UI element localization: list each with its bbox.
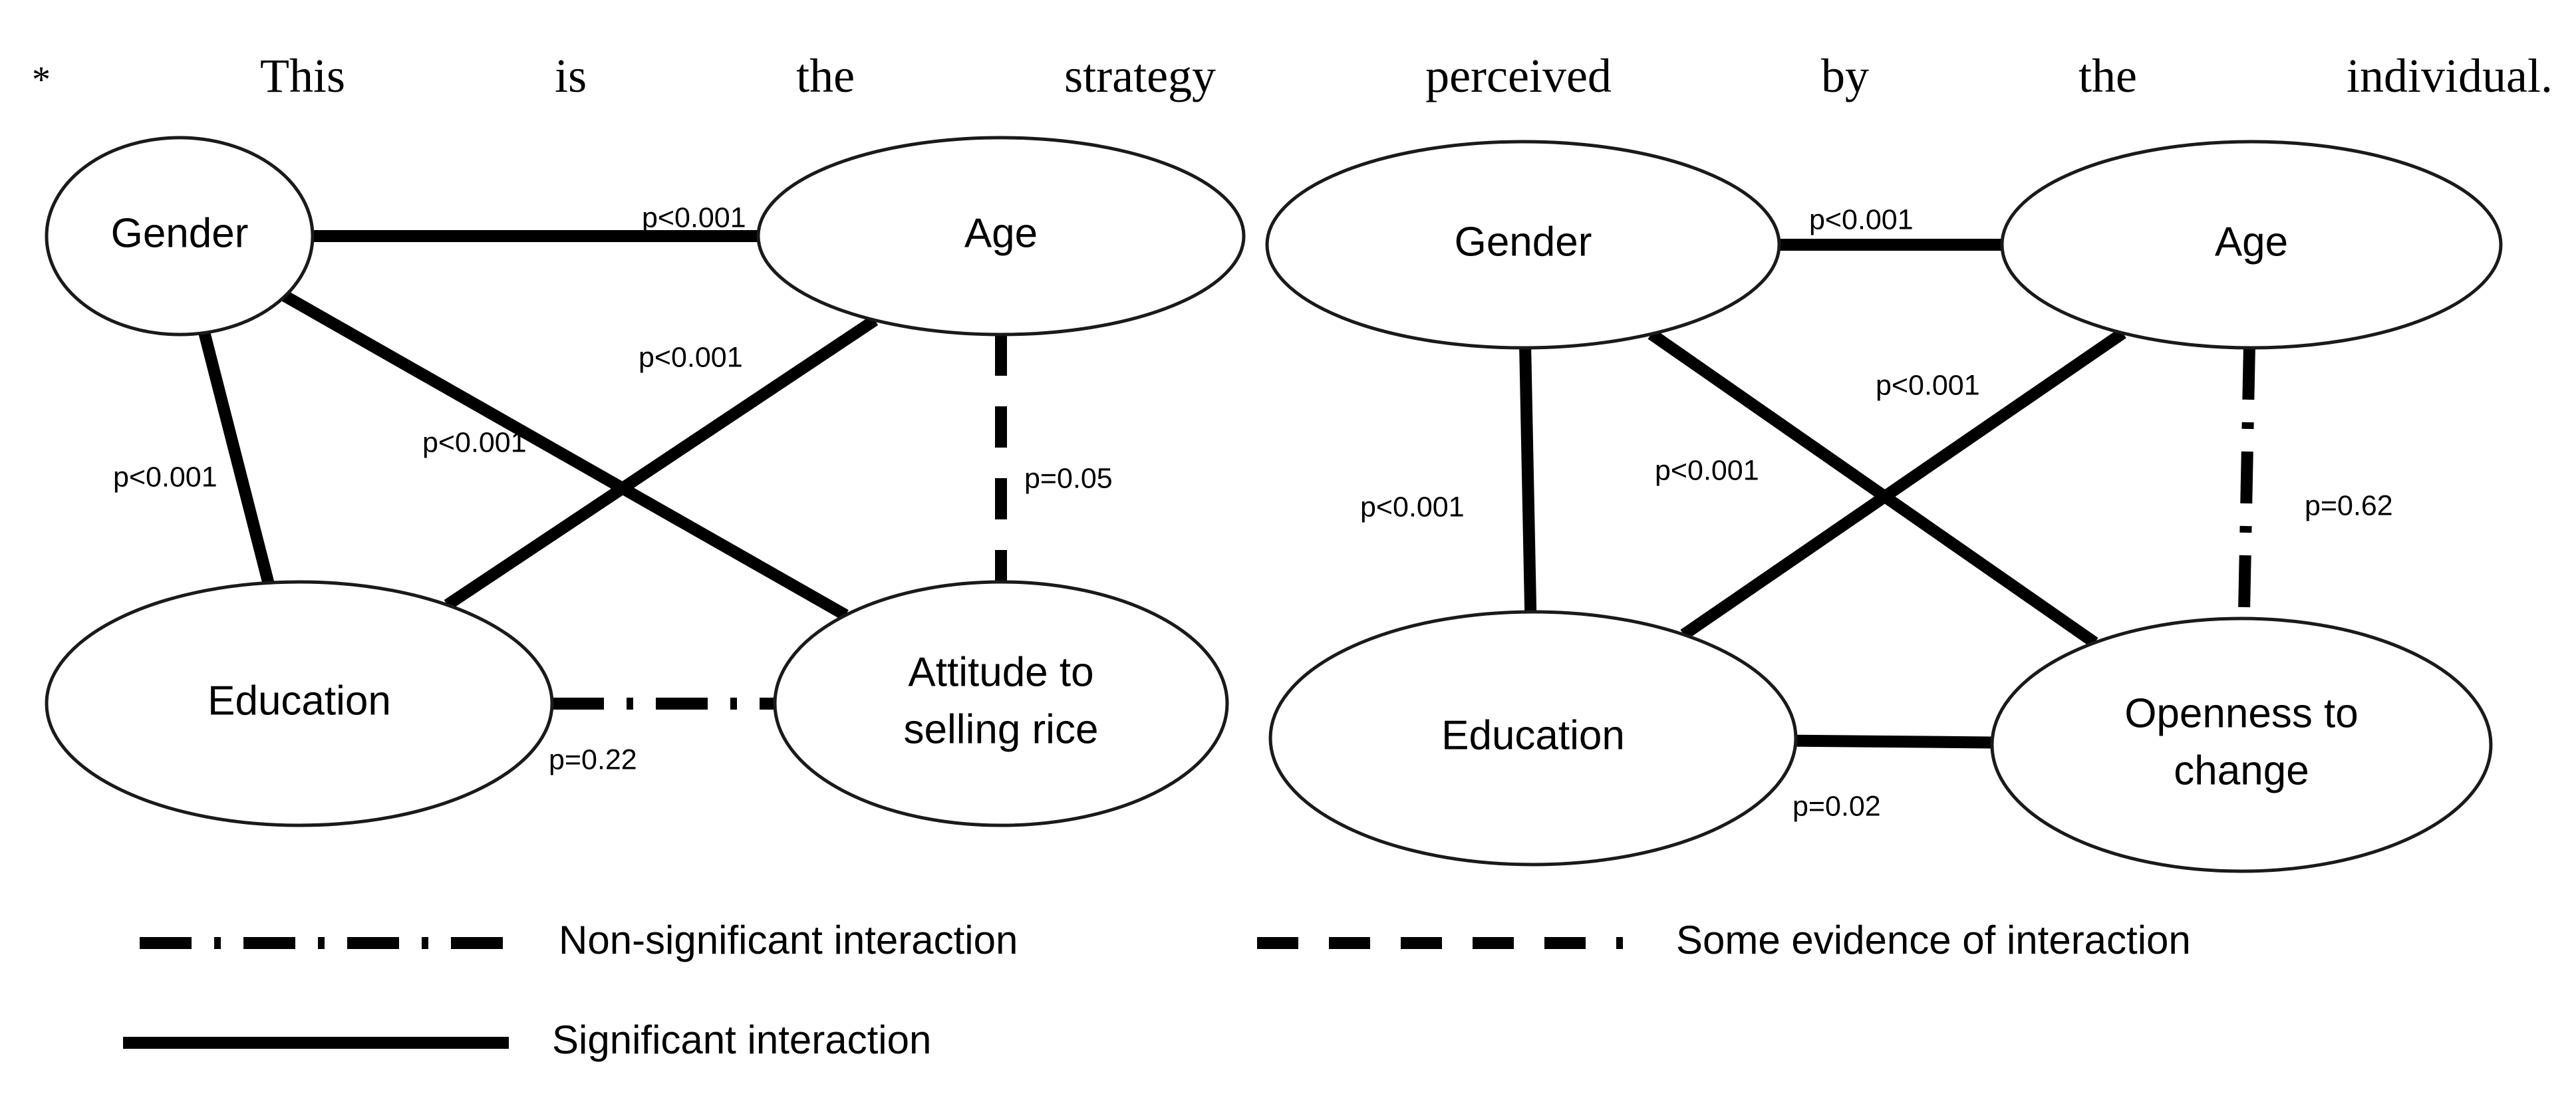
node-ellipse-openness: [1990, 617, 2493, 873]
edge-age-education: [444, 315, 879, 611]
caption-word-strategy: strategy: [1064, 49, 1216, 102]
p-value-labels-layer: p<0.001 p<0.001 p<0.001 p<0.001 p=0.05 p=0.22…: [113, 202, 2393, 822]
p-value-label-gender-age: p<0.001: [1809, 204, 1914, 235]
p-value-label-gender-openness: p<0.001: [1655, 454, 1759, 486]
edges-layer: [198, 230, 2255, 749]
edge-age-openness: [2237, 347, 2255, 619]
caption-word-is: is: [555, 49, 587, 102]
p-value-label-gender-age: p<0.001: [642, 202, 746, 233]
node-age[interactable]: Age: [2000, 140, 2503, 350]
node-label-education: Education: [1441, 712, 1625, 758]
p-value-label-age-attitude: p=0.05: [1024, 462, 1113, 494]
node-label-openness: Openness to: [2124, 690, 2359, 736]
p-value-label-gender-attitude: p<0.001: [639, 341, 743, 373]
node-ellipse-gender: [45, 136, 315, 337]
caption-word-by: by: [1820, 49, 1869, 102]
edge-gender-openness: [1647, 329, 2098, 648]
caption-line: * This is the strategy perceived by the …: [32, 52, 2553, 100]
caption-word-asterisk: *: [32, 59, 51, 100]
node-label-gender: Gender: [1455, 219, 1592, 265]
edge-gender-attitude: [282, 291, 849, 620]
legend: Non-significant interaction Some evidence…: [123, 918, 2191, 1062]
edge-education-openness: [1795, 734, 1993, 749]
node-gender[interactable]: Gender: [1265, 140, 1781, 350]
node-ellipse-age: [2000, 140, 2503, 350]
caption-word-this: This: [260, 49, 346, 102]
p-value-label-gender-education: p<0.001: [113, 461, 217, 493]
node-label-gender: Gender: [111, 210, 249, 256]
legend-item-significant: Significant interaction: [123, 1018, 931, 1062]
caption-word-individual: individual.: [2346, 49, 2553, 102]
p-value-label-education-attitude: p=0.22: [549, 744, 637, 775]
node-gender[interactable]: Gender: [45, 136, 315, 337]
node-ellipse-gender: [1265, 140, 1781, 350]
legend-label-non-significant: Non-significant interaction: [559, 918, 1018, 962]
legend-label-some-evidence: Some evidence of interaction: [1676, 918, 2191, 962]
node-label-age: Age: [964, 210, 1038, 256]
node-openness[interactable]: Openness to change: [1990, 617, 2493, 873]
p-value-label-age-education: p<0.001: [1876, 369, 1980, 401]
node-education[interactable]: Education: [1268, 610, 1798, 867]
edge-age-education: [1680, 328, 2126, 640]
node-label-attitude: selling rice: [904, 706, 1099, 752]
caption-word-perceived: perceived: [1425, 49, 1612, 102]
node-label-attitude: Attitude to: [908, 649, 1093, 695]
edge-gender-education: [198, 331, 275, 585]
legend-item-non-significant: Non-significant interaction: [140, 918, 1018, 962]
node-age[interactable]: Age: [756, 136, 1246, 337]
node-ellipse-attitude: [773, 580, 1229, 827]
caption-word-the-1: the: [796, 49, 855, 102]
p-value-label-gender-education: p<0.001: [1360, 491, 1465, 523]
node-label-age: Age: [2215, 219, 2288, 265]
p-value-label-education-openness: p=0.02: [1792, 790, 1881, 822]
legend-label-significant: Significant interaction: [552, 1018, 931, 1062]
caption-word-the-2: the: [2078, 49, 2137, 102]
node-ellipse-education: [1268, 610, 1798, 867]
node-attitude[interactable]: Attitude to selling rice: [773, 580, 1229, 827]
legend-item-some-evidence: Some evidence of interaction: [1257, 918, 2191, 962]
node-label-openness: change: [2174, 748, 2309, 793]
node-education[interactable]: Education: [45, 580, 554, 827]
edge-gender-education: [1519, 347, 1537, 613]
node-ellipse-education: [45, 580, 554, 827]
node-label-education: Education: [208, 678, 391, 724]
node-ellipse-age: [756, 136, 1246, 337]
p-value-label-age-education: p<0.001: [422, 426, 527, 458]
p-value-label-age-openness: p=0.62: [2305, 489, 2393, 521]
